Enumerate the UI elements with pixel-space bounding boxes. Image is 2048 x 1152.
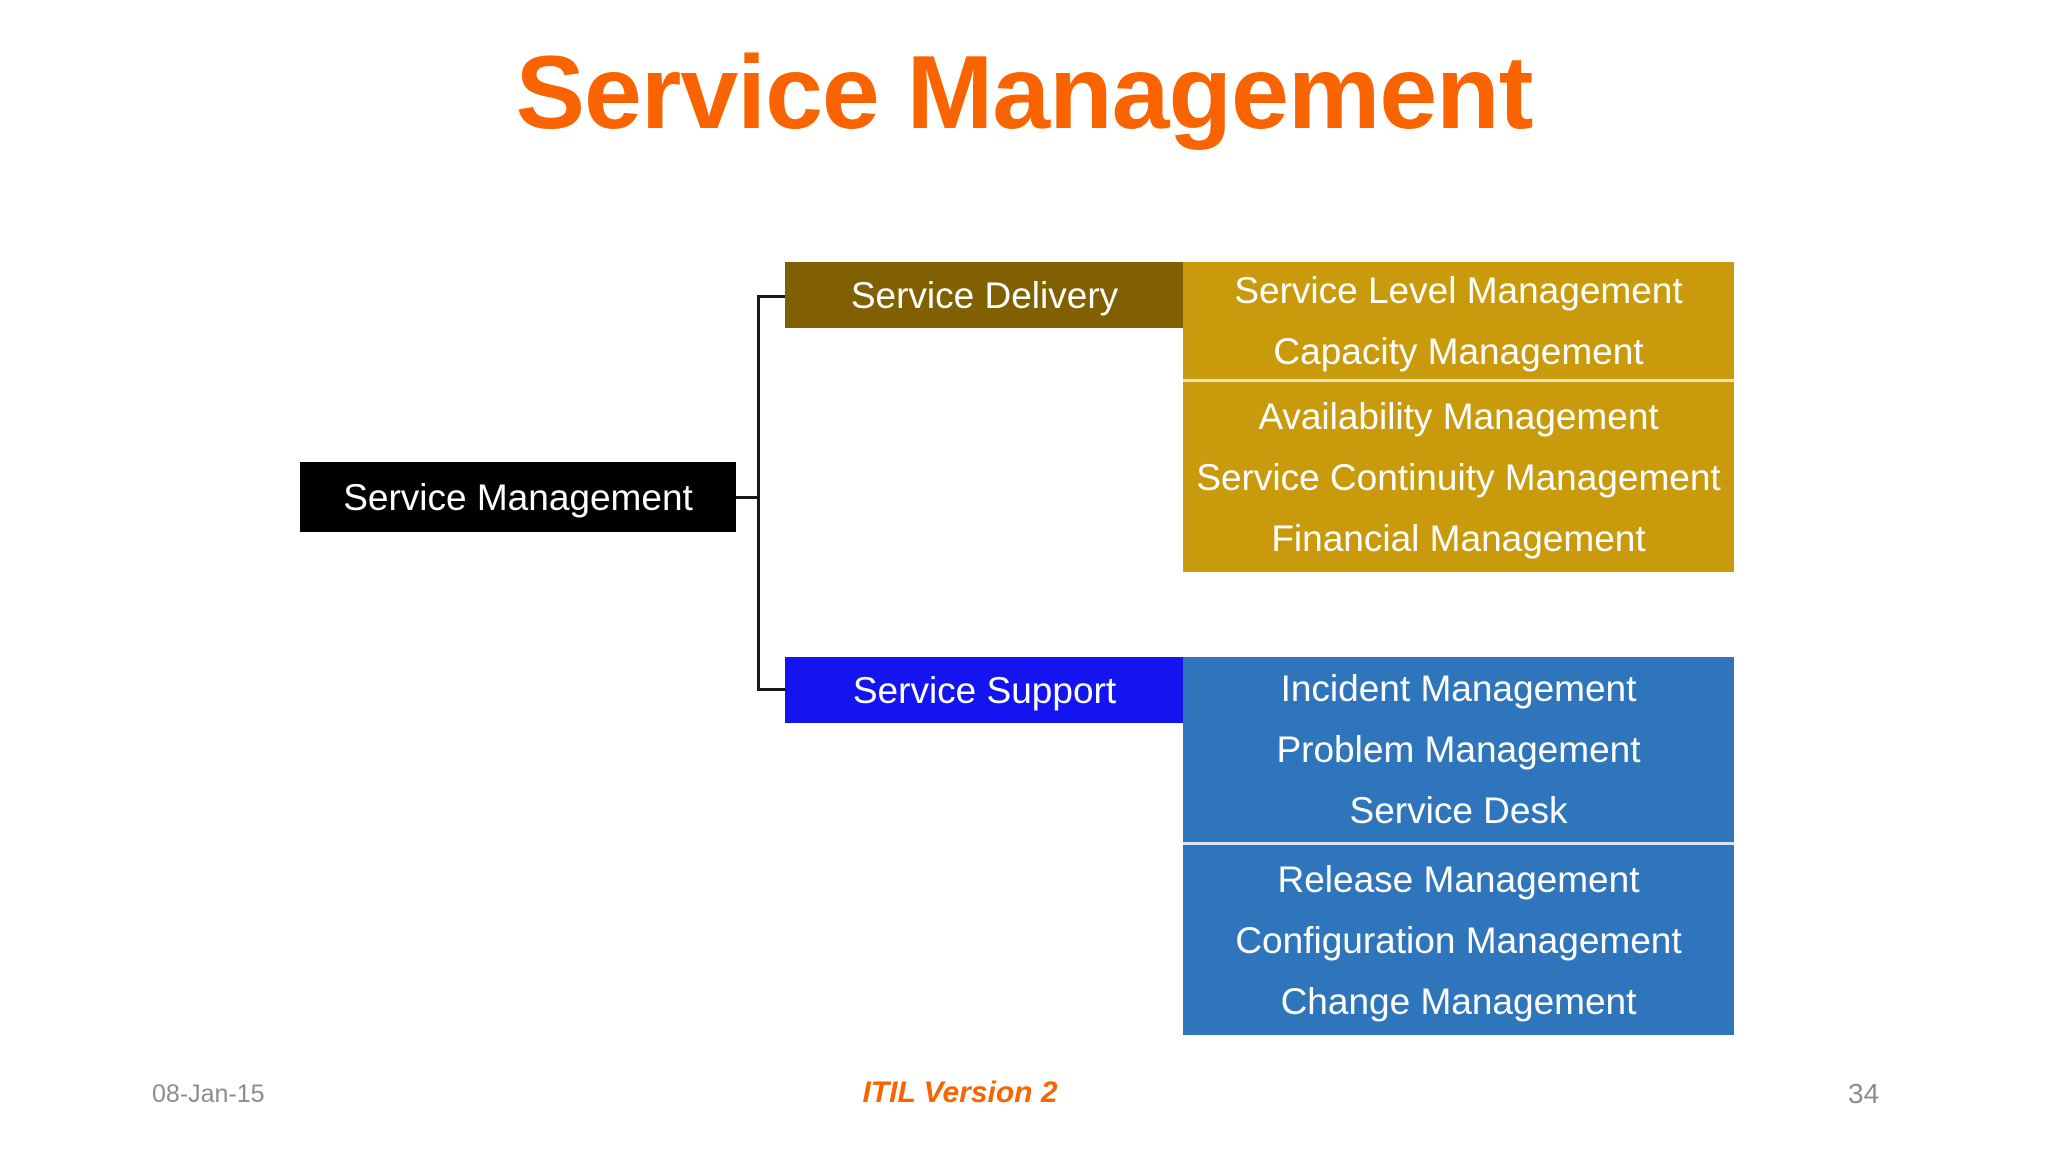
list-item[interactable]: Problem Management (1276, 729, 1641, 770)
node-service-delivery[interactable]: Service Delivery (785, 262, 1184, 328)
node-root-label: Service Management (343, 476, 693, 518)
delivery-group-2: Availability Management Service Continui… (1183, 382, 1734, 572)
footer-center-text: ITIL Version 2 (862, 1076, 1058, 1109)
node-service-management-root[interactable]: Service Management (300, 462, 736, 532)
connector-vertical-trunk (757, 295, 760, 691)
list-item[interactable]: Service Desk (1349, 790, 1568, 831)
list-item[interactable]: Change Management (1280, 980, 1637, 1022)
connector-to-service-delivery (757, 295, 787, 298)
panel-service-delivery-processes: Service Level Management Capacity Manage… (1183, 262, 1734, 572)
node-service-support[interactable]: Service Support (785, 657, 1184, 723)
delivery-group-1: Service Level Management Capacity Manage… (1183, 262, 1734, 382)
footer-page-number: 34 (1848, 1078, 1880, 1109)
list-item[interactable]: Capacity Management (1273, 330, 1644, 372)
list-item[interactable]: Availability Management (1258, 395, 1659, 437)
support-group-2: Release Management Configuration Managem… (1183, 845, 1734, 1035)
node-service-delivery-label: Service Delivery (850, 274, 1119, 316)
list-item[interactable]: Incident Management (1280, 668, 1637, 709)
list-item[interactable]: Release Management (1277, 858, 1640, 900)
list-item[interactable]: Configuration Management (1235, 919, 1682, 961)
connector-to-service-support (757, 688, 787, 691)
node-service-support-label: Service Support (852, 669, 1117, 711)
footer-date: 08-Jan-15 (152, 1080, 265, 1108)
list-item[interactable]: Service Level Management (1234, 269, 1683, 311)
page-title: Service Management (515, 35, 1534, 151)
panel-service-support-processes: Incident Management Problem Management S… (1183, 657, 1734, 1035)
list-item[interactable]: Service Continuity Management (1196, 456, 1721, 498)
list-item[interactable]: Financial Management (1271, 517, 1646, 559)
connector-root-stub (736, 496, 760, 499)
support-group-1: Incident Management Problem Management S… (1183, 657, 1734, 845)
